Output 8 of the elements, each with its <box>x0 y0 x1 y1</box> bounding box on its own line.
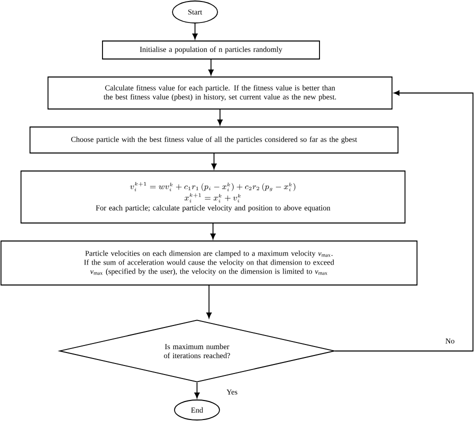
arrow <box>217 109 223 126</box>
arrow <box>210 223 216 240</box>
arrow <box>208 59 214 76</box>
arrow <box>206 285 212 318</box>
arrow <box>192 23 198 40</box>
arrow <box>334 90 474 352</box>
arrow <box>211 153 217 170</box>
arrow <box>194 382 200 398</box>
